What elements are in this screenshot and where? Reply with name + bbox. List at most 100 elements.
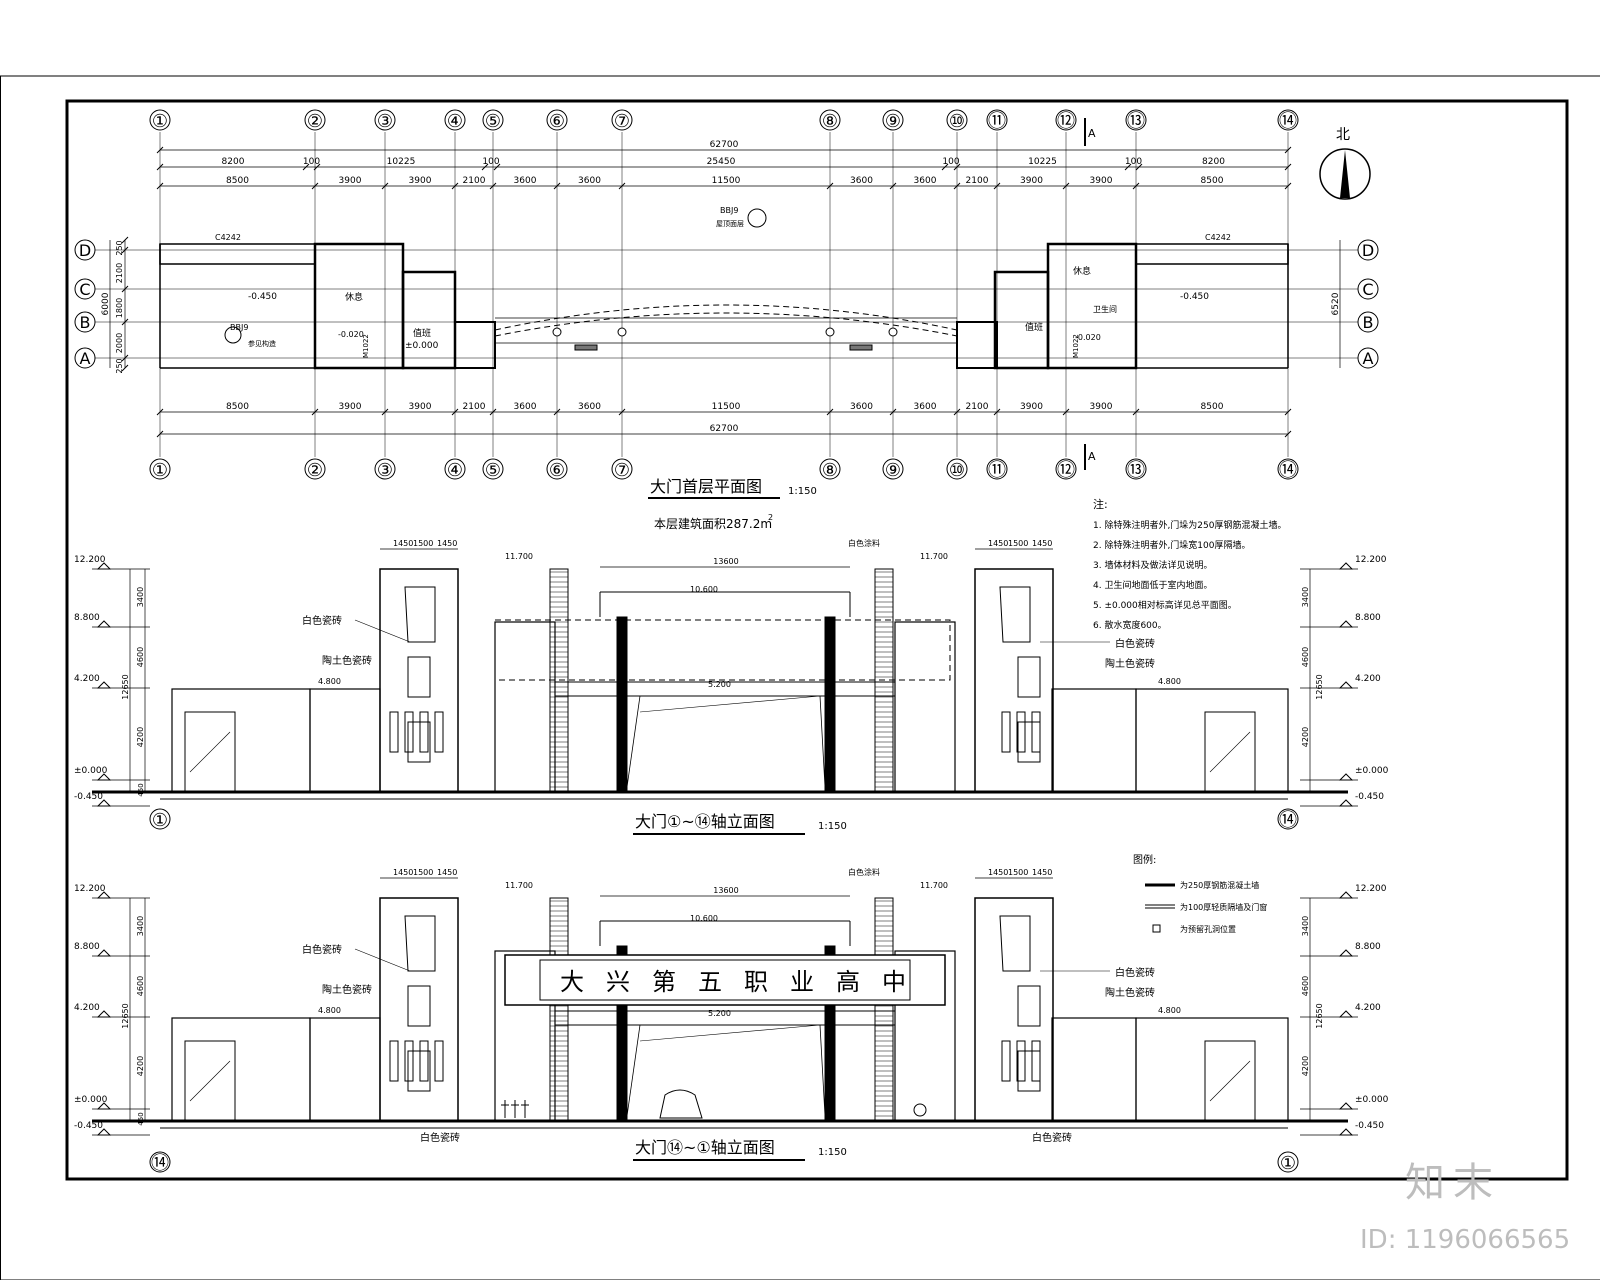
tower-window-right: [1018, 657, 1040, 697]
tower-right: [975, 569, 1053, 792]
dim-overall-bottom-label: 62700: [710, 424, 739, 434]
dim-bottom-label: 2100: [463, 402, 486, 412]
person-figure: [511, 1100, 519, 1118]
level-text-right: 8.800: [1355, 942, 1381, 952]
duty-room-left: [403, 272, 455, 368]
guard-elev-right: [1052, 1018, 1136, 1121]
svg-text:A: A: [1088, 450, 1096, 463]
gate-column: [826, 328, 834, 336]
notes-block: 注: 1. 除特殊注明者外,门垛为250厚钢筋混凝土墙。 2. 除特殊注明者外,…: [1093, 497, 1287, 631]
level-text-left: 8.800: [74, 942, 100, 952]
level-text-left: 4.200: [74, 674, 100, 684]
dim-bottom-label: 3600: [514, 402, 537, 412]
material-top: 白色涂料: [848, 538, 880, 548]
dim-top-2-label: 3600: [514, 176, 537, 186]
row-label-left: A: [80, 349, 91, 368]
level-marker-right: [1340, 1129, 1352, 1135]
dim-left-part: 1800: [115, 298, 124, 318]
axis-label-bottom: ⑩: [949, 460, 965, 481]
dim-top-2-label: 3900: [409, 176, 432, 186]
row-label-left: B: [80, 313, 91, 332]
school-name-char-7: 高: [836, 968, 860, 996]
school-name-char-6: 业: [790, 968, 814, 996]
guard-window: [405, 712, 413, 752]
dim-top-2-label: 3600: [914, 176, 937, 186]
guard-window-right: [1032, 712, 1040, 752]
level-marker-right: [1340, 1011, 1352, 1017]
axis-label-bottom: ⑥: [549, 460, 565, 481]
elev2-base-left: 白色瓷砖: [420, 1131, 460, 1144]
level-text-left: -0.450: [74, 1121, 103, 1131]
window-label-right: C4242: [1205, 233, 1231, 242]
level-11700-left: 11.700: [505, 881, 533, 890]
level-marker-left: [98, 1011, 110, 1017]
level-text-left: 4.200: [74, 1003, 100, 1013]
guard-window-right: [1002, 712, 1010, 752]
wing-left: [172, 1018, 310, 1121]
wing-left: [172, 689, 310, 792]
tower-dim-b: 1500: [413, 539, 433, 548]
axis-label-top: ⑬: [1127, 111, 1145, 132]
top-dim-label: 13600: [713, 886, 738, 895]
tower-window-left-low: [408, 1051, 430, 1091]
dim-bottom-label: 3900: [409, 402, 432, 412]
dim-overall-top-label: 62700: [710, 140, 739, 150]
height-part-left: 4600: [136, 647, 145, 667]
legend-item-2: 为100厚轻质隔墙及门窗: [1180, 902, 1267, 912]
dim-top-1-label: 100: [1125, 157, 1142, 167]
person-figure: [501, 1100, 509, 1118]
pier-left-elev: [495, 622, 555, 792]
tower-window-left: [408, 986, 430, 1026]
dim-bottom-label: 3900: [1090, 402, 1113, 412]
plan-level-minus: -0.020: [338, 330, 364, 339]
axis-label-top: ⑪: [988, 111, 1006, 132]
dim-left-part: 2100: [115, 263, 124, 283]
level-marker-right: [1340, 774, 1352, 780]
level-text-right: 12.200: [1355, 555, 1387, 565]
level-marker-right: [1340, 1103, 1352, 1109]
level-marker-left: [98, 621, 110, 627]
row-label-right: B: [1363, 313, 1374, 332]
svg-text:A: A: [1088, 127, 1096, 140]
plan-right-wing-top: [1136, 244, 1288, 264]
elev1-title: 大门①~⑭轴立面图: [635, 812, 775, 831]
tower-dim-c: 1450: [437, 539, 457, 548]
level-marker-right: [1340, 563, 1352, 569]
ridge-label: 屋顶面层: [716, 220, 744, 228]
plan-level-zero: ±0.000: [405, 341, 439, 351]
level-text-right: ±0.000: [1355, 766, 1389, 776]
level-marker-left: [98, 682, 110, 688]
level-text-right: 12.200: [1355, 884, 1387, 894]
axis-label-bottom: ⑦: [614, 460, 630, 481]
material-white-left: 白色瓷砖: [302, 943, 342, 956]
section-mark-bottom: A: [1085, 444, 1096, 470]
north-label: 北: [1336, 127, 1350, 143]
axis-label-bottom: ⑫: [1057, 460, 1075, 481]
level-marker-right: [1340, 892, 1352, 898]
plan-left-wing-top: [160, 244, 315, 264]
school-name-char-3: 第: [652, 968, 676, 996]
dim-top-1-label: 10225: [1028, 157, 1057, 167]
gate-column: [553, 328, 561, 336]
row-label-left: C: [79, 280, 90, 299]
tower-recess-right: [1000, 916, 1030, 971]
section-mark-top: A: [1085, 118, 1096, 146]
brand-watermark: 知末: [1405, 1150, 1501, 1208]
dim-top-2-label: 2100: [966, 176, 989, 186]
dim-top-2-label: 8500: [226, 176, 249, 186]
dim-bottom-label: 3900: [339, 402, 362, 412]
dim-top-2-label: 3600: [850, 176, 873, 186]
elev2-base-right: 白色瓷砖: [1032, 1131, 1072, 1144]
tower-recess-left: [405, 916, 435, 971]
dim-top-1-label: 25450: [707, 157, 736, 167]
dim-top-1-label: 100: [303, 157, 320, 167]
axis-label-top: ④: [447, 111, 463, 132]
tower-dim-a-right: 1450: [988, 539, 1008, 548]
axis-label-bottom: ⑨: [885, 460, 901, 481]
material-clay-right: 陶土色瓷砖: [1105, 657, 1155, 670]
tower-dim-a-right: 1450: [988, 868, 1008, 877]
hatched-column: [875, 898, 893, 1121]
level-text-right: 8.800: [1355, 613, 1381, 623]
level-text-right: -0.450: [1355, 792, 1384, 802]
